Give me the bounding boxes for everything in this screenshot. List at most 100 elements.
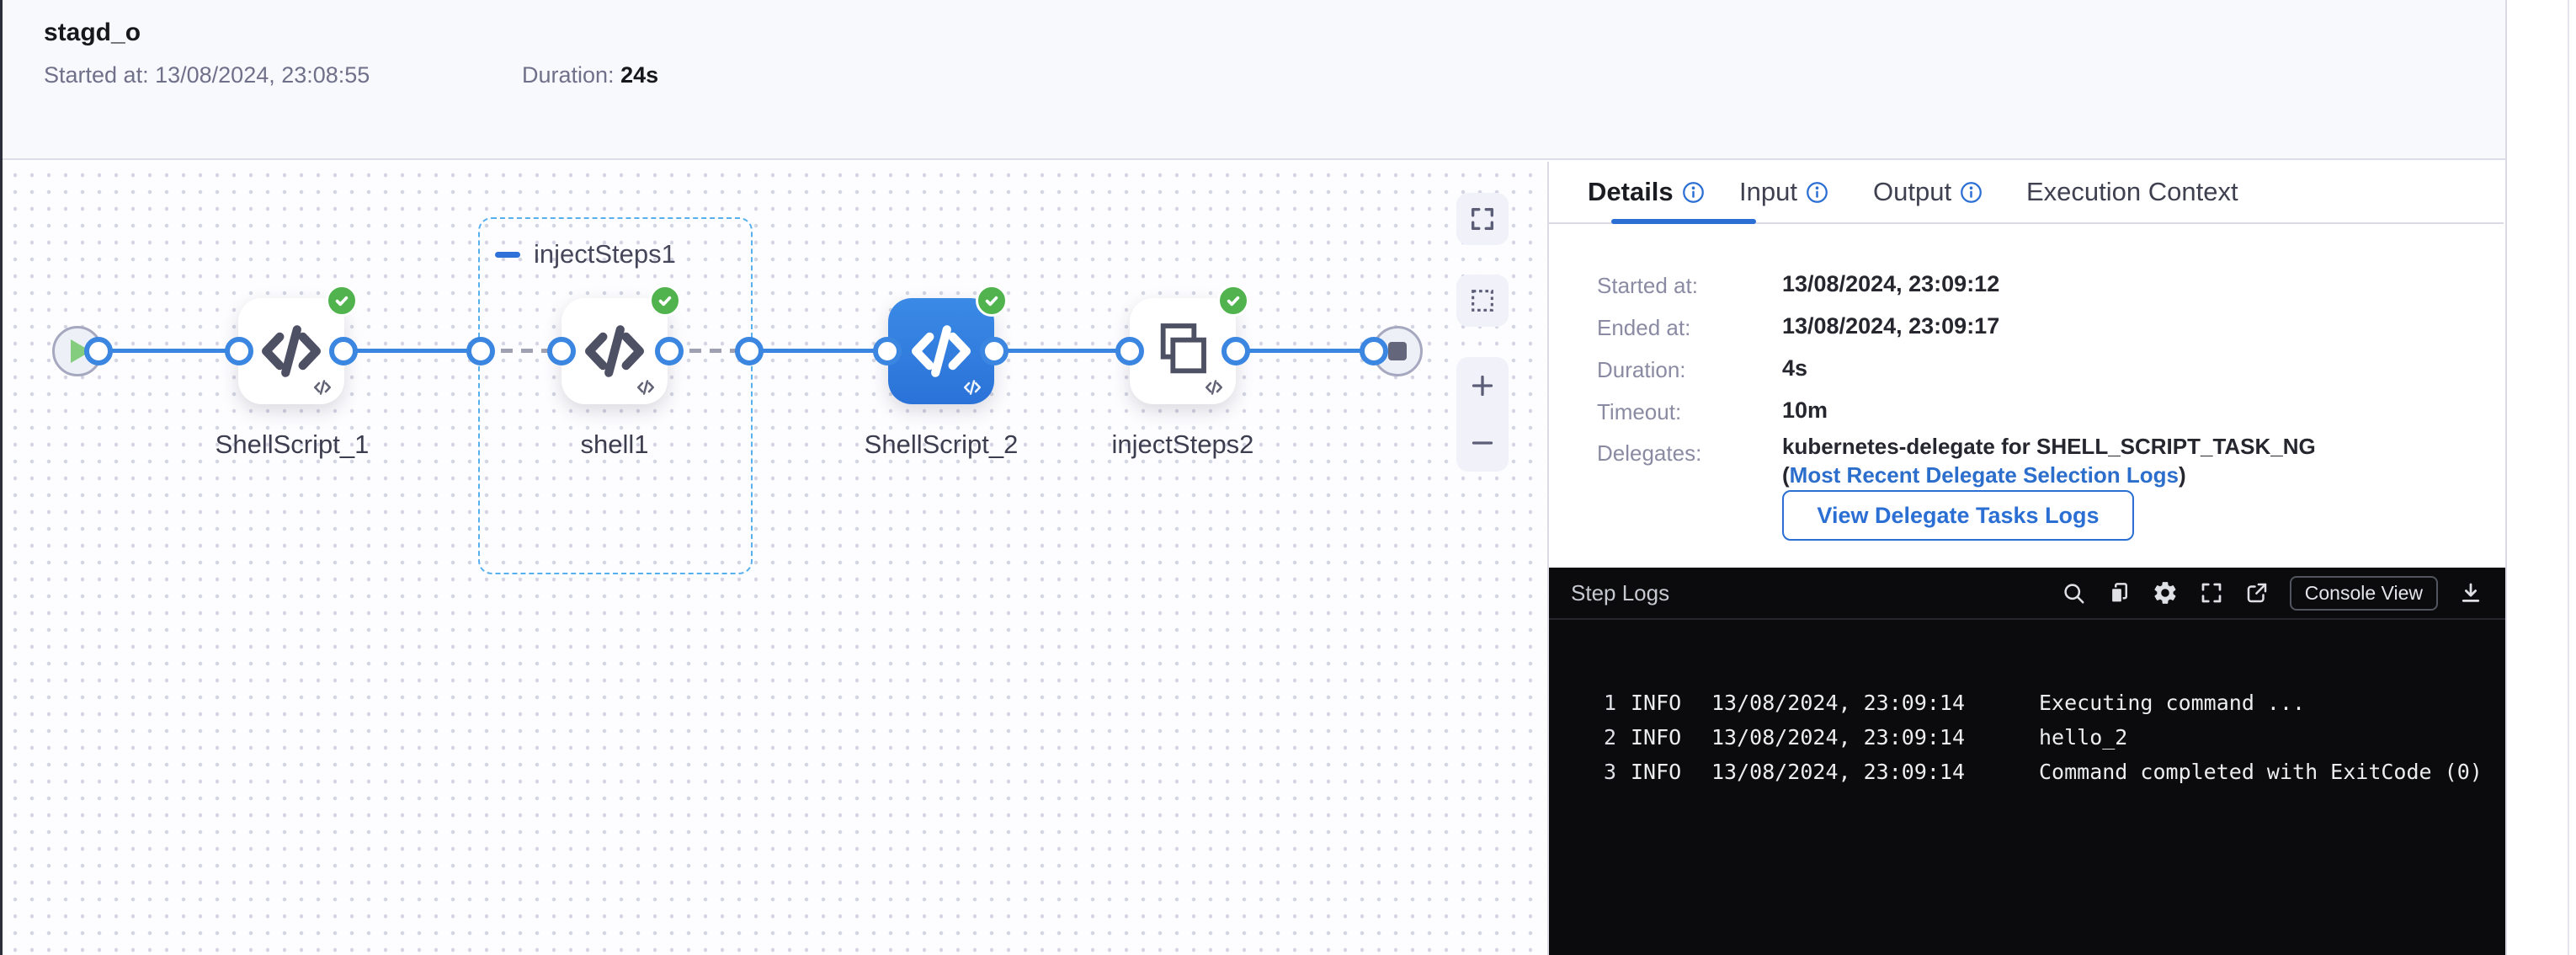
detail-label-duration: Duration:	[1597, 357, 1686, 382]
duration-label: Duration:	[522, 62, 615, 88]
node-shell1[interactable]	[562, 285, 681, 404]
tab-label: Input	[1739, 177, 1797, 206]
port	[547, 337, 576, 365]
info-icon[interactable]	[1960, 181, 1983, 204]
port	[980, 337, 1009, 365]
step-group-injectSteps1[interactable]: injectSteps1	[478, 217, 753, 574]
detail-label-timeout: Timeout:	[1597, 399, 1682, 424]
detail-label-started: Started at:	[1597, 273, 1698, 298]
plus-icon	[1472, 375, 1493, 397]
canvas-zoom-controls	[1456, 357, 1509, 472]
edge-shell1-to-groupend	[669, 349, 749, 353]
log-level: INFO	[1631, 760, 1682, 784]
edge-injectsteps2-to-end	[1236, 349, 1374, 353]
delegate-selection-logs-link[interactable]: Most Recent Delegate Selection Logs	[1789, 462, 2179, 488]
delegate-text: kubernetes-delegate for SHELL_SCRIPT_TAS…	[1782, 434, 2316, 488]
tab-details[interactable]: Details	[1588, 162, 1756, 224]
view-delegate-tasks-logs-button[interactable]: View Delegate Tasks Logs	[1782, 490, 2134, 541]
node-shellscript-1[interactable]	[238, 285, 358, 404]
expand-logs-icon[interactable]	[2199, 580, 2224, 606]
tab-input[interactable]: Input	[1739, 162, 1828, 222]
log-message: Executing command ...	[2039, 691, 2306, 715]
edge-group-to-shell1	[481, 349, 562, 353]
node-label-shell1: shell1	[580, 429, 649, 459]
detail-value-ended: 13/08/2024, 23:09:17	[1782, 313, 2000, 339]
log-lines: 1 INFO 13/08/2024, 23:09:14 Executing co…	[1549, 622, 2505, 955]
duration-value: 24s	[620, 62, 659, 88]
log-line-number: 1	[1603, 691, 1616, 715]
code-icon	[907, 317, 976, 386]
started-value: 13/08/2024, 23:08:55	[155, 62, 370, 88]
zoom-in-button[interactable]	[1467, 371, 1498, 401]
step-details-panel: Details Input Output	[1547, 162, 2505, 955]
port	[329, 337, 358, 365]
stage-header: stagd_o Started at: 13/08/2024, 23:08:55…	[0, 0, 2576, 160]
search-icon[interactable]	[2061, 580, 2086, 606]
detail-value-timeout: 10m	[1782, 397, 1828, 423]
port	[225, 337, 253, 365]
log-line: 1 INFO 13/08/2024, 23:09:14 Executing co…	[1549, 691, 2505, 725]
info-icon[interactable]	[1806, 181, 1828, 204]
port	[735, 337, 764, 365]
detail-label-delegates: Delegates:	[1597, 440, 1702, 466]
tab-label: Execution Context	[2026, 177, 2238, 206]
edge-shellscript2-to-injectsteps2	[994, 349, 1130, 353]
step-logs-panel: Step Logs	[1549, 568, 2505, 955]
detail-label-ended: Ended at:	[1597, 315, 1691, 340]
console-view-toggle[interactable]: Console View	[2289, 575, 2438, 611]
open-in-new-tab-icon[interactable]	[2244, 580, 2270, 606]
zoom-out-button[interactable]	[1467, 428, 1498, 458]
edge-group-to-shellscript2	[749, 349, 887, 353]
log-line: 2 INFO 13/08/2024, 23:09:14 hello_2	[1549, 725, 2505, 760]
details-tabbar: Details Input Output	[1549, 162, 2504, 224]
info-icon[interactable]	[1682, 181, 1705, 204]
stage-started-at: Started at: 13/08/2024, 23:08:55	[44, 62, 370, 88]
step-type-icon	[636, 377, 656, 397]
copy-icon[interactable]	[2106, 580, 2132, 606]
node-injectsteps2[interactable]	[1130, 285, 1249, 404]
node-shellscript-2[interactable]	[888, 285, 1008, 404]
group-label: injectSteps1	[534, 239, 676, 269]
code-icon	[257, 317, 326, 386]
right-gutter	[2505, 0, 2576, 955]
log-toolbar: Console View	[2061, 575, 2483, 611]
log-timestamp: 13/08/2024, 23:09:14	[1711, 760, 1966, 784]
node-label-shellscript-2: ShellScript_2	[864, 429, 1019, 459]
node-label-shellscript-1: ShellScript_1	[215, 429, 370, 459]
download-logs-icon[interactable]	[2458, 580, 2483, 606]
collapse-group-icon[interactable]	[495, 251, 520, 258]
step-type-icon	[312, 377, 333, 397]
success-badge-icon	[976, 285, 1008, 317]
port	[1115, 337, 1144, 365]
step-logs-title: Step Logs	[1571, 579, 1670, 606]
edge-start-to-shellscript1	[98, 349, 239, 353]
pipeline-canvas[interactable]: injectSteps1	[0, 162, 1546, 955]
stop-icon	[1388, 342, 1407, 360]
tab-output[interactable]: Output	[1873, 162, 1983, 222]
success-badge-icon	[649, 285, 681, 317]
step-type-icon	[962, 377, 982, 397]
marquee-select-icon	[1472, 290, 1493, 312]
log-level: INFO	[1631, 725, 1682, 750]
minus-icon	[1472, 441, 1493, 445]
edge-shellscript1-to-group	[343, 349, 481, 353]
settings-gear-icon[interactable]	[2152, 579, 2179, 606]
log-line-number: 3	[1603, 760, 1616, 784]
log-level: INFO	[1631, 691, 1682, 715]
canvas-fullscreen-button[interactable]	[1456, 193, 1509, 245]
log-message: Command completed with ExitCode (0)	[2039, 760, 2483, 784]
canvas-select-button[interactable]	[1456, 275, 1509, 327]
step-type-icon	[1204, 377, 1224, 397]
log-message: hello_2	[2039, 725, 2128, 750]
tab-execution-context[interactable]: Execution Context	[2026, 162, 2238, 222]
detail-value-duration: 4s	[1782, 355, 1808, 381]
group-header[interactable]: injectSteps1	[495, 239, 676, 269]
port	[466, 337, 495, 365]
port	[1221, 337, 1250, 365]
group-step-icon	[1149, 317, 1216, 385]
detail-value-delegates: kubernetes-delegate for SHELL_SCRIPT_TAS…	[1782, 432, 2321, 489]
log-timestamp: 13/08/2024, 23:09:14	[1711, 691, 1966, 715]
scrollbar-track[interactable]	[2568, 0, 2569, 955]
log-timestamp: 13/08/2024, 23:09:14	[1711, 725, 1966, 750]
